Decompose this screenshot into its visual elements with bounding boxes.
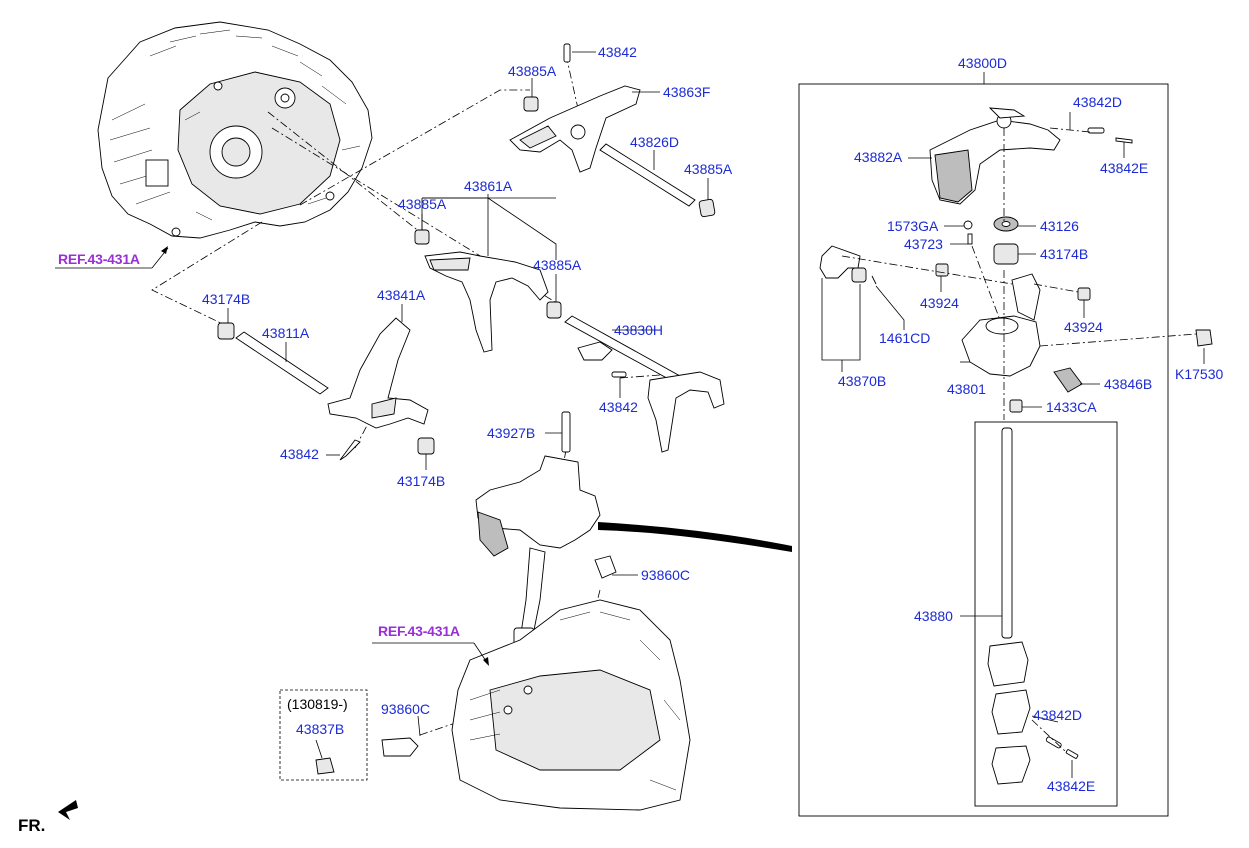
label-43924-a[interactable]: 43924 <box>920 295 959 311</box>
label-43882A[interactable]: 43882A <box>854 149 903 165</box>
label-1461CD[interactable]: 1461CD <box>879 330 930 346</box>
label-43842D-a[interactable]: 43842D <box>1073 94 1122 110</box>
label-43885A-c[interactable]: 43885A <box>398 196 447 212</box>
label-43842E-a[interactable]: 43842E <box>1100 160 1148 176</box>
date-range-box <box>279 689 368 781</box>
arrow-icon <box>483 657 489 666</box>
ref-label-top[interactable]: REF.43-431A <box>58 251 140 267</box>
shift-tower-assembly <box>475 411 792 683</box>
label-43870B[interactable]: 43870B <box>838 373 886 389</box>
assembly-box-43800D <box>798 83 1169 817</box>
label-43863F[interactable]: 43863F <box>663 84 710 100</box>
front-indicator: FR. <box>18 816 45 835</box>
label-43885A-d[interactable]: 43885A <box>533 257 582 273</box>
label-43842E-b[interactable]: 43842E <box>1047 778 1095 794</box>
shift-rail-43830H <box>564 315 725 453</box>
label-93860C-a[interactable]: 93860C <box>641 567 690 583</box>
label-43826D[interactable]: 43826D <box>630 134 679 150</box>
label-K17530[interactable]: K17530 <box>1175 366 1223 382</box>
label-43885A-a[interactable]: 43885A <box>508 63 557 79</box>
transmission-case-bottom <box>381 599 691 811</box>
label-43861A[interactable]: 43861A <box>464 178 513 194</box>
label-43723[interactable]: 43723 <box>904 236 943 252</box>
label-43842-b[interactable]: 43842 <box>599 399 638 415</box>
label-43846B[interactable]: 43846B <box>1104 376 1152 392</box>
label-43927B[interactable]: 43927B <box>487 425 535 441</box>
label-43811A[interactable]: 43811A <box>262 325 310 341</box>
right-assembly-parts <box>819 107 1213 785</box>
label-43837B[interactable]: 43837B <box>296 721 344 737</box>
label-43880[interactable]: 43880 <box>914 608 953 624</box>
label-43924-b[interactable]: 43924 <box>1064 319 1103 335</box>
label-1433CA[interactable]: 1433CA <box>1046 399 1097 415</box>
label-43800D[interactable]: 43800D <box>958 55 1007 71</box>
label-1573GA[interactable]: 1573GA <box>887 218 939 234</box>
front-arrow-icon <box>58 800 78 820</box>
part-43837B <box>315 757 335 775</box>
shift-rail-43826D <box>599 143 716 218</box>
leader-lines <box>227 51 1205 778</box>
label-43885A-b[interactable]: 43885A <box>684 161 733 177</box>
label-43174B-c[interactable]: 43174B <box>1040 246 1088 262</box>
date-range-note: (130819-) <box>287 696 348 712</box>
label-43830H[interactable]: 43830H <box>614 322 663 338</box>
leader-wedge <box>598 522 792 552</box>
arrow-icon <box>161 246 168 254</box>
label-43842D-b[interactable]: 43842D <box>1033 707 1082 723</box>
sub-box-43880 <box>974 421 1118 807</box>
label-43842-a[interactable]: 43842 <box>598 44 637 60</box>
label-43126[interactable]: 43126 <box>1040 218 1079 234</box>
shift-fork-43841A <box>217 317 435 461</box>
label-43174B-a[interactable]: 43174B <box>202 291 250 307</box>
label-43841A[interactable]: 43841A <box>377 287 426 303</box>
shift-fork-43861A <box>414 229 562 353</box>
label-43174B-b[interactable]: 43174B <box>397 473 445 489</box>
label-43842-c[interactable]: 43842 <box>280 446 319 462</box>
label-43801[interactable]: 43801 <box>947 381 986 397</box>
label-93860C-b[interactable]: 93860C <box>381 701 430 717</box>
ref-label-bottom[interactable]: REF.43-431A <box>378 623 460 639</box>
transmission-case-top <box>97 21 373 239</box>
shift-fork-43863F <box>509 43 641 173</box>
